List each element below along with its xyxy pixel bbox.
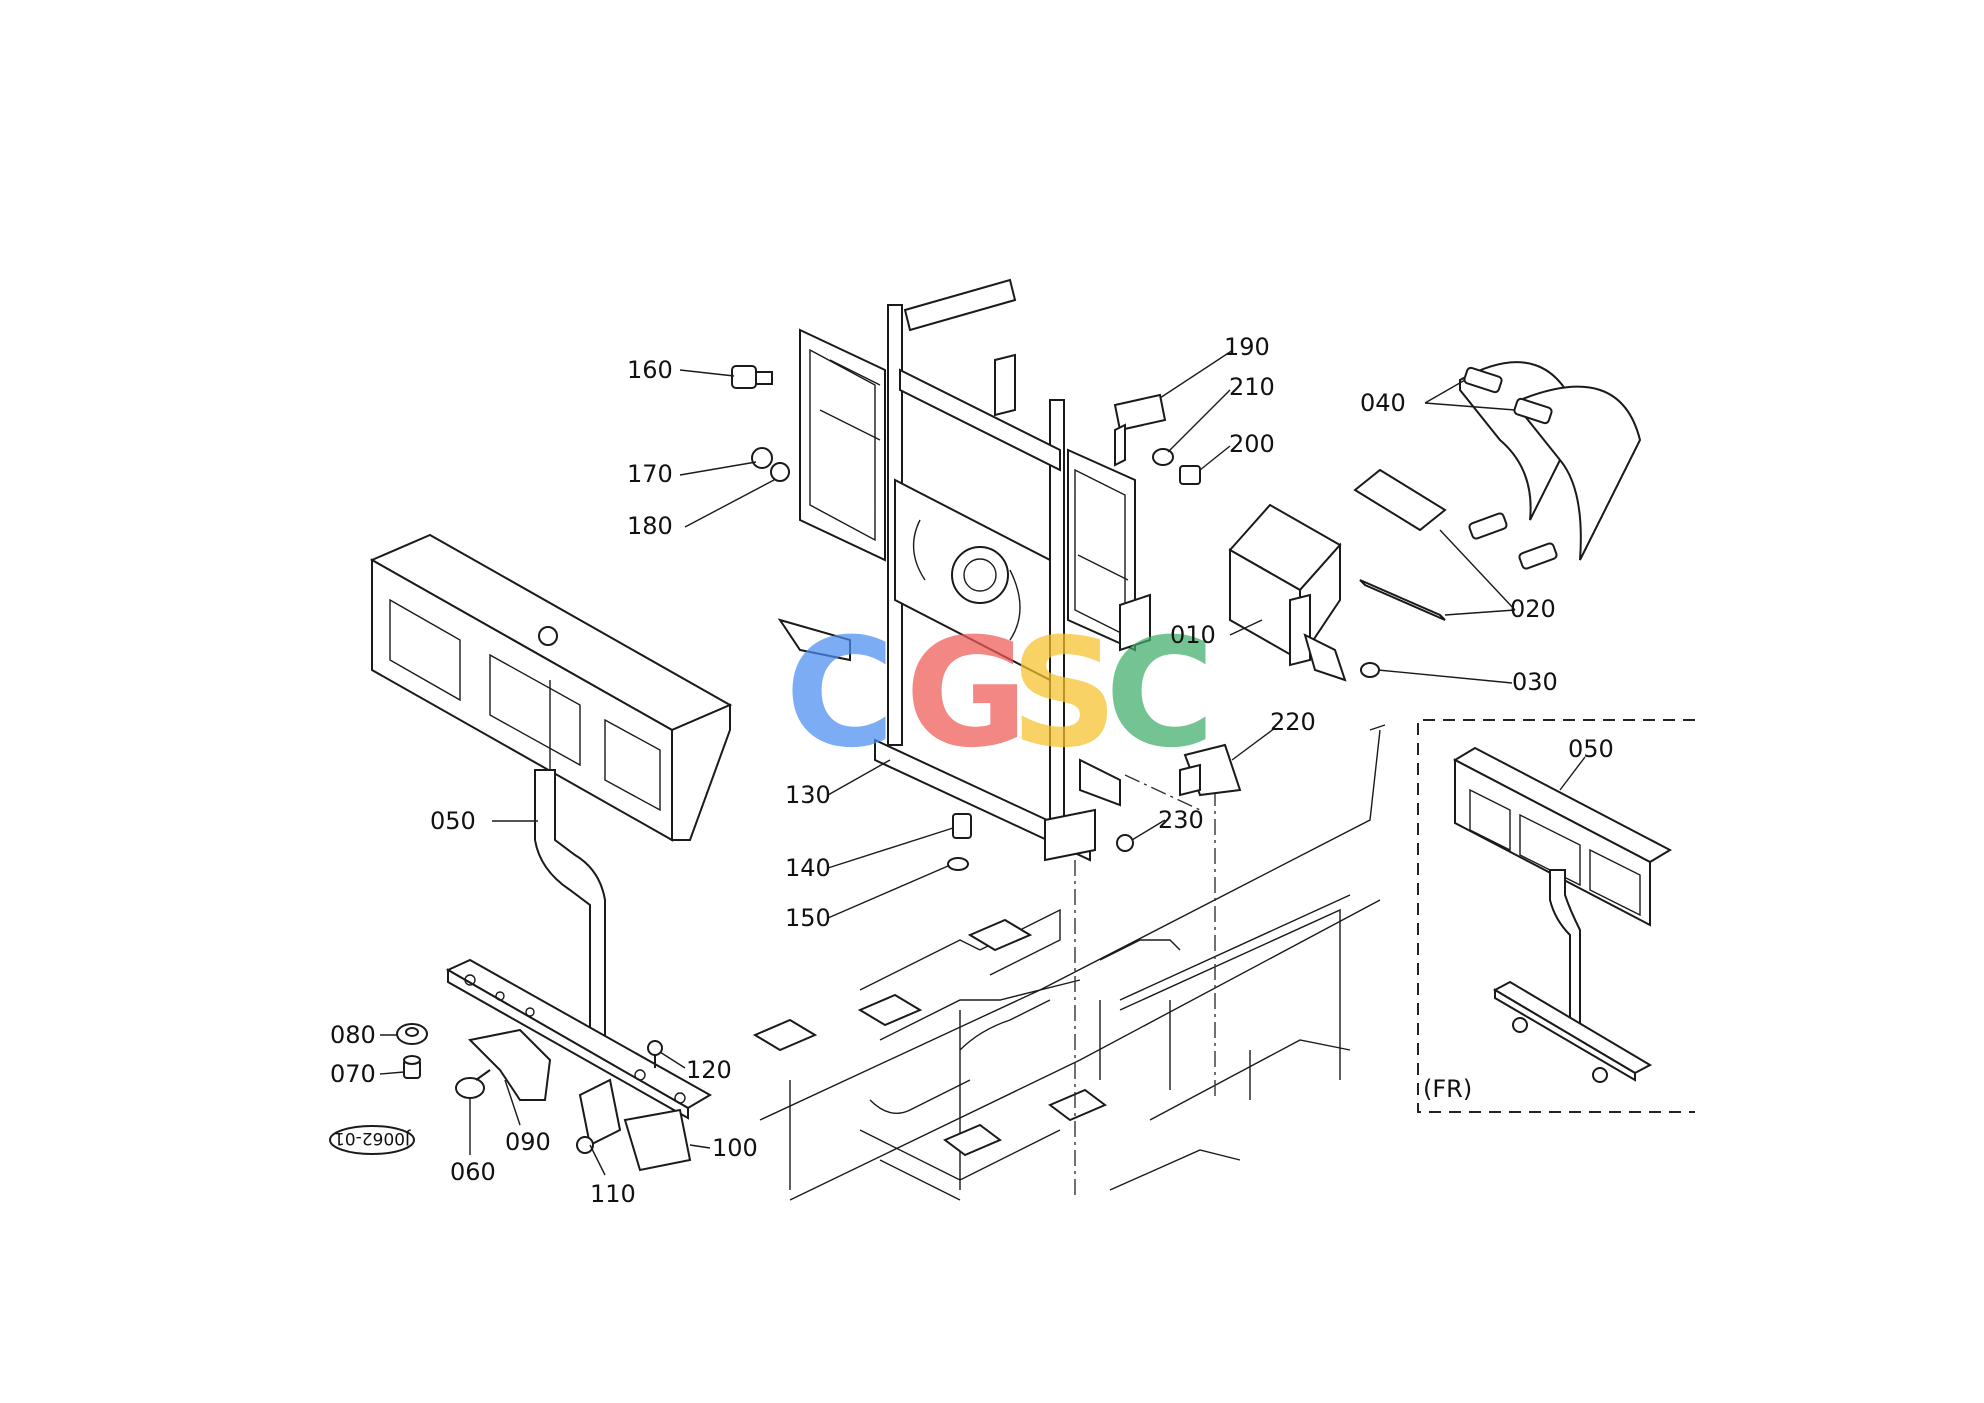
label-050: 050: [430, 807, 476, 835]
label-120: 120: [686, 1056, 732, 1084]
label-160: 160: [627, 356, 673, 384]
label-030: 030: [1512, 668, 1558, 696]
straps-040: [1459, 361, 1642, 570]
label-210: 210: [1229, 373, 1275, 401]
label-110: 110: [590, 1180, 636, 1208]
hardware-060-120: [396, 1023, 692, 1172]
label-150: 150: [785, 904, 831, 932]
label-200: 200: [1229, 430, 1275, 458]
label-020: 020: [1510, 595, 1556, 623]
label-140: 140: [785, 854, 831, 882]
label-090: 090: [505, 1128, 551, 1156]
watermark-letter-2: G: [905, 607, 1028, 781]
watermark-letter-1: C: [785, 607, 895, 781]
label-220: 220: [1270, 708, 1316, 736]
leader-lines: [379, 349, 1586, 1176]
label-060: 060: [450, 1158, 496, 1186]
main-frame: [777, 278, 1151, 862]
label-070: 070: [330, 1060, 376, 1088]
drawing-code-stamp: J0062-01: [329, 1125, 415, 1155]
hardware-main: [731, 365, 1242, 871]
label-010: 010: [1170, 621, 1216, 649]
label-190: 190: [1224, 333, 1270, 361]
watermark-letter-3: S: [1010, 607, 1118, 781]
lower-rail: [445, 958, 713, 1120]
label-100: 100: [712, 1134, 758, 1162]
watermark-letter-4: C: [1105, 607, 1215, 781]
label-230: 230: [1158, 806, 1204, 834]
drawing-code-text: J0062-01: [334, 1128, 411, 1148]
label-050-fr: 050: [1568, 735, 1614, 763]
label-170: 170: [627, 460, 673, 488]
inset-fr-view: [1417, 719, 1695, 1113]
part-labels: 160 170 180 190 210 200 040 020 010 030 …: [330, 333, 1614, 1208]
chassis-frame: [752, 724, 1386, 1201]
left-bracket-050: [369, 533, 733, 1041]
inset-caption: (FR): [1423, 1075, 1472, 1103]
battery-bracket-010: [1228, 503, 1380, 682]
watermark: C G S C: [785, 607, 1215, 781]
label-180: 180: [627, 512, 673, 540]
label-080: 080: [330, 1021, 376, 1049]
plate-020: [1353, 468, 1447, 621]
label-040: 040: [1360, 389, 1406, 417]
label-130: 130: [785, 781, 831, 809]
